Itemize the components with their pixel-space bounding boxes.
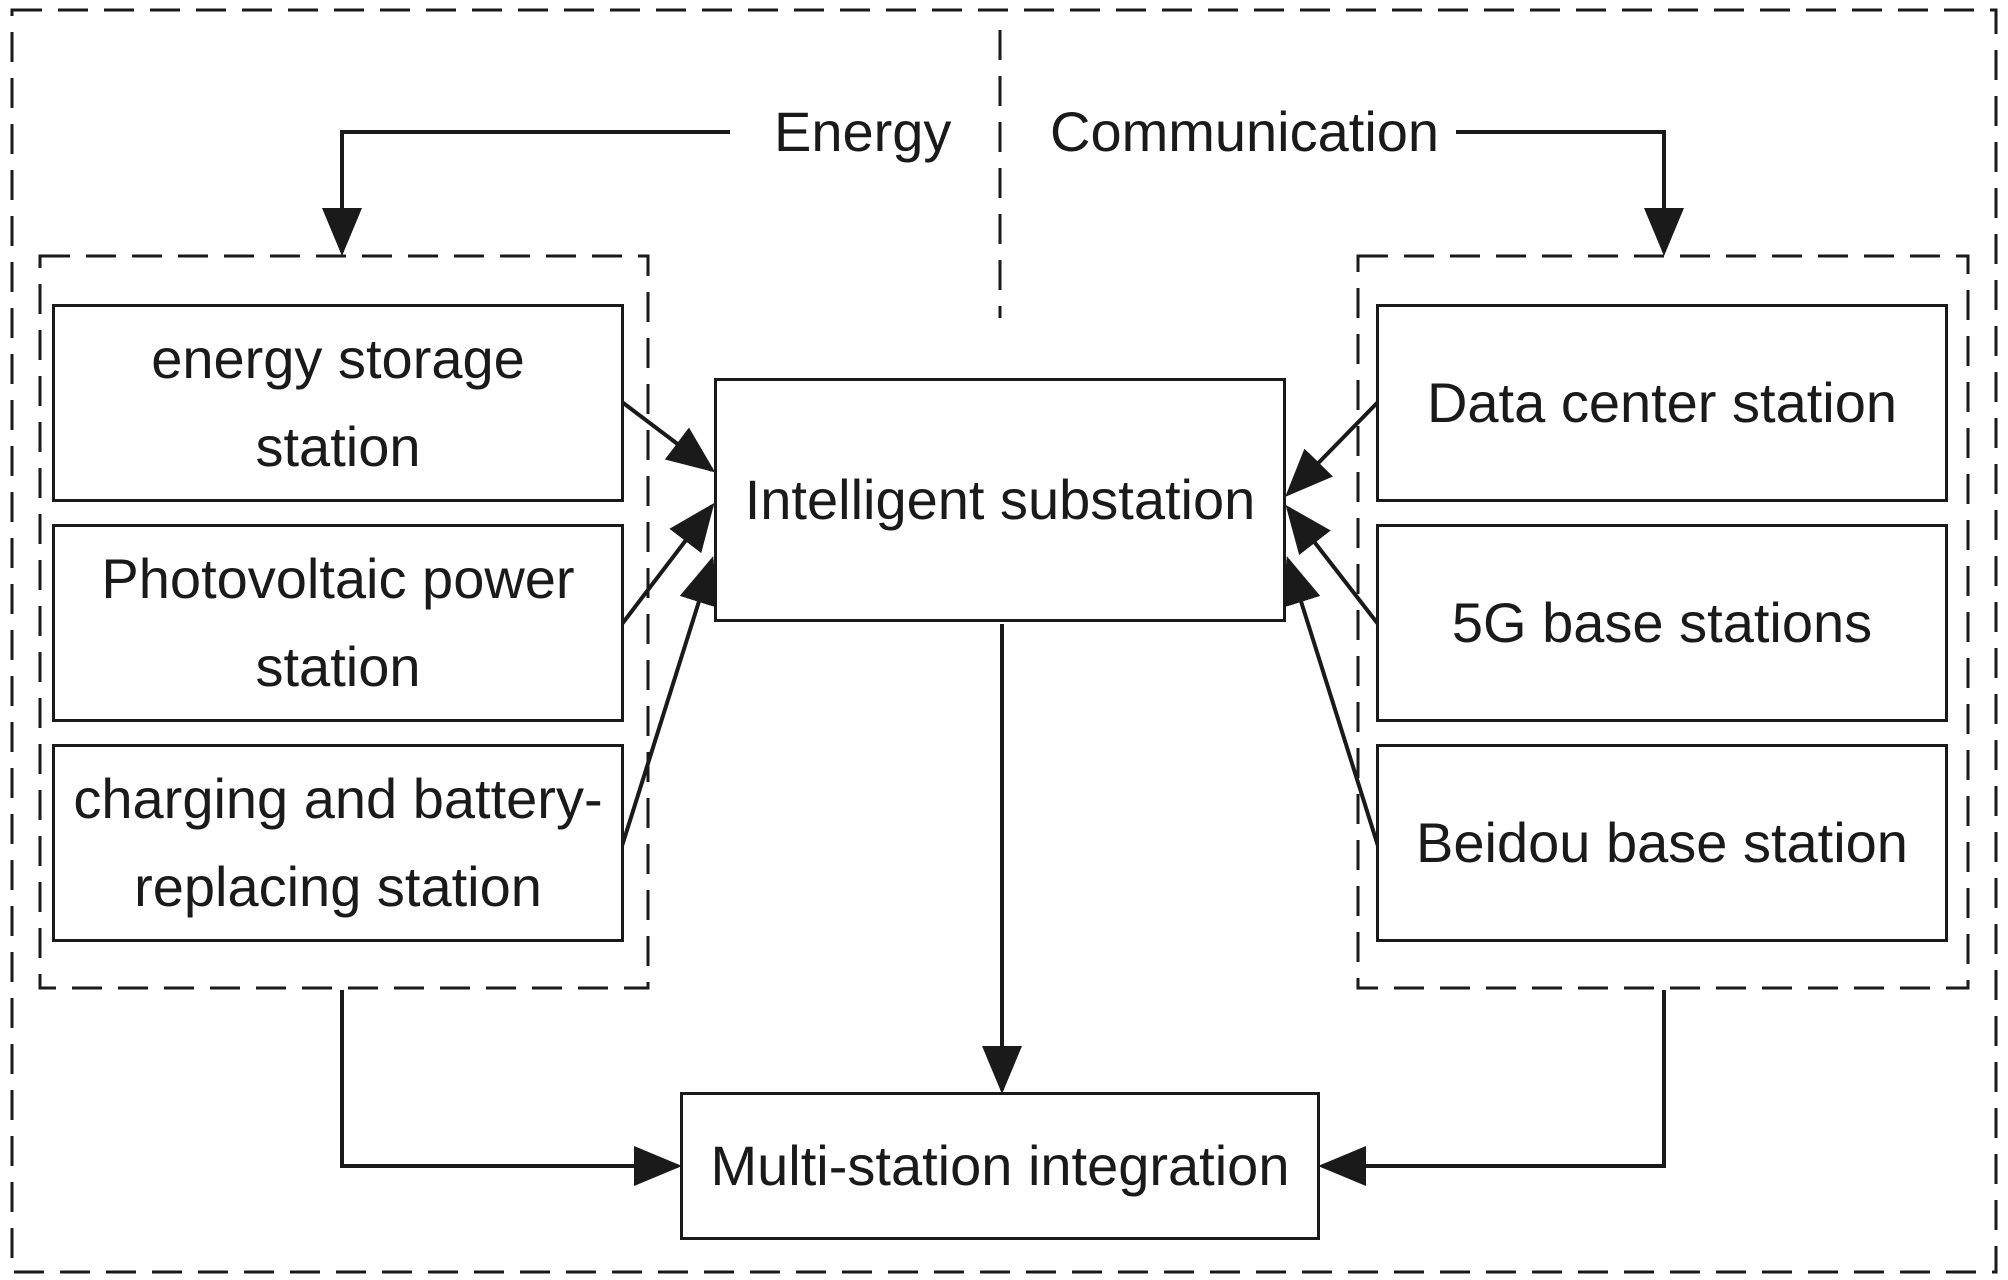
5g-base-stations-box: 5G base stations: [1376, 524, 1948, 722]
arrow-beidou-to-substation: [1282, 556, 1380, 847]
arrow-5g-to-substation: [1285, 504, 1380, 626]
communication-label: Communication: [1044, 104, 1446, 160]
arrow-communication-group-to-integration: [1318, 990, 1666, 1186]
intelligent-substation-box: Intelligent substation: [714, 378, 1286, 622]
arrow-energy-storage-to-substation: [620, 400, 716, 473]
energy-storage-station-box: energy storage station: [52, 304, 624, 502]
energy-arrow: [322, 130, 730, 256]
arrow-data-center-to-substation: [1285, 400, 1380, 497]
multi-station-integration-box: Multi-station integration: [680, 1092, 1320, 1240]
arrow-photovoltaic-to-substation: [620, 502, 715, 626]
beidou-base-station-box: Beidou base station: [1376, 744, 1948, 942]
communication-group-dashed-box: [1356, 254, 1970, 990]
outer-dashed-frame: [10, 8, 1998, 1274]
arrow-energy-group-to-integration: [340, 990, 682, 1186]
data-center-station-box: Data center station: [1376, 304, 1948, 502]
communication-arrow: [1456, 130, 1684, 256]
energy-label: Energy: [768, 104, 958, 160]
arrow-charging-to-substation: [620, 556, 718, 847]
charging-battery-replacing-station-box: charging and battery-replacing station: [52, 744, 624, 942]
energy-group-dashed-box: [38, 254, 650, 990]
photovoltaic-power-station-box: Photovoltaic power station: [52, 524, 624, 722]
